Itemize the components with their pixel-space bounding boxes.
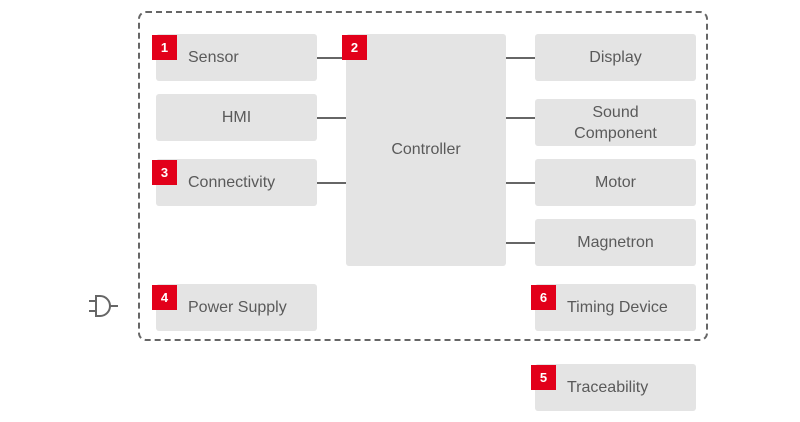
sensor-block: Sensor (156, 34, 317, 81)
magnetron-block: Magnetron (535, 219, 696, 266)
connectivity-block: Connectivity (156, 159, 317, 206)
badge-controller: 2 (342, 35, 367, 60)
badge-traceability: 5 (531, 365, 556, 390)
badge-connectivity: 3 (152, 160, 177, 185)
system-boundary (138, 11, 708, 341)
controller-block: Controller (346, 34, 506, 266)
badge-sensor: 1 (152, 35, 177, 60)
connector-controller-motor (506, 182, 535, 184)
hmi-block: HMI (156, 94, 317, 141)
badge-power-supply: 4 (152, 285, 177, 310)
badge-timing-device: 6 (531, 285, 556, 310)
timing-device-label: Timing Device (567, 299, 668, 316)
connector-controller-sound (506, 117, 535, 119)
traceability-block: Traceability (535, 364, 696, 411)
connector-controller-display (506, 57, 535, 59)
power-supply-label: Power Supply (188, 299, 287, 316)
connector-controller-magnetron (506, 242, 535, 244)
connectivity-label: Connectivity (188, 174, 276, 191)
hmi-label: HMI (221, 109, 252, 126)
connector-hmi-controller (317, 117, 346, 119)
sound-component-label-line1: Sound (592, 103, 639, 121)
power-supply-block: Power Supply (156, 284, 317, 331)
timing-device-block: Timing Device (535, 284, 696, 331)
connector-sensor-controller (317, 57, 346, 59)
sensor-label: Sensor (188, 49, 239, 66)
motor-block: Motor (535, 159, 696, 206)
sound-component-label-line2: Component (574, 124, 657, 142)
display-label: Display (589, 49, 642, 66)
plug-icon (89, 295, 118, 317)
connector-connectivity-controller (317, 182, 346, 184)
display-block: Display (535, 34, 696, 81)
motor-label: Motor (595, 174, 636, 191)
controller-label: Controller (391, 140, 461, 158)
sound-component-block: Sound Component (535, 99, 696, 146)
magnetron-label: Magnetron (577, 234, 654, 251)
traceability-label: Traceability (567, 379, 649, 396)
